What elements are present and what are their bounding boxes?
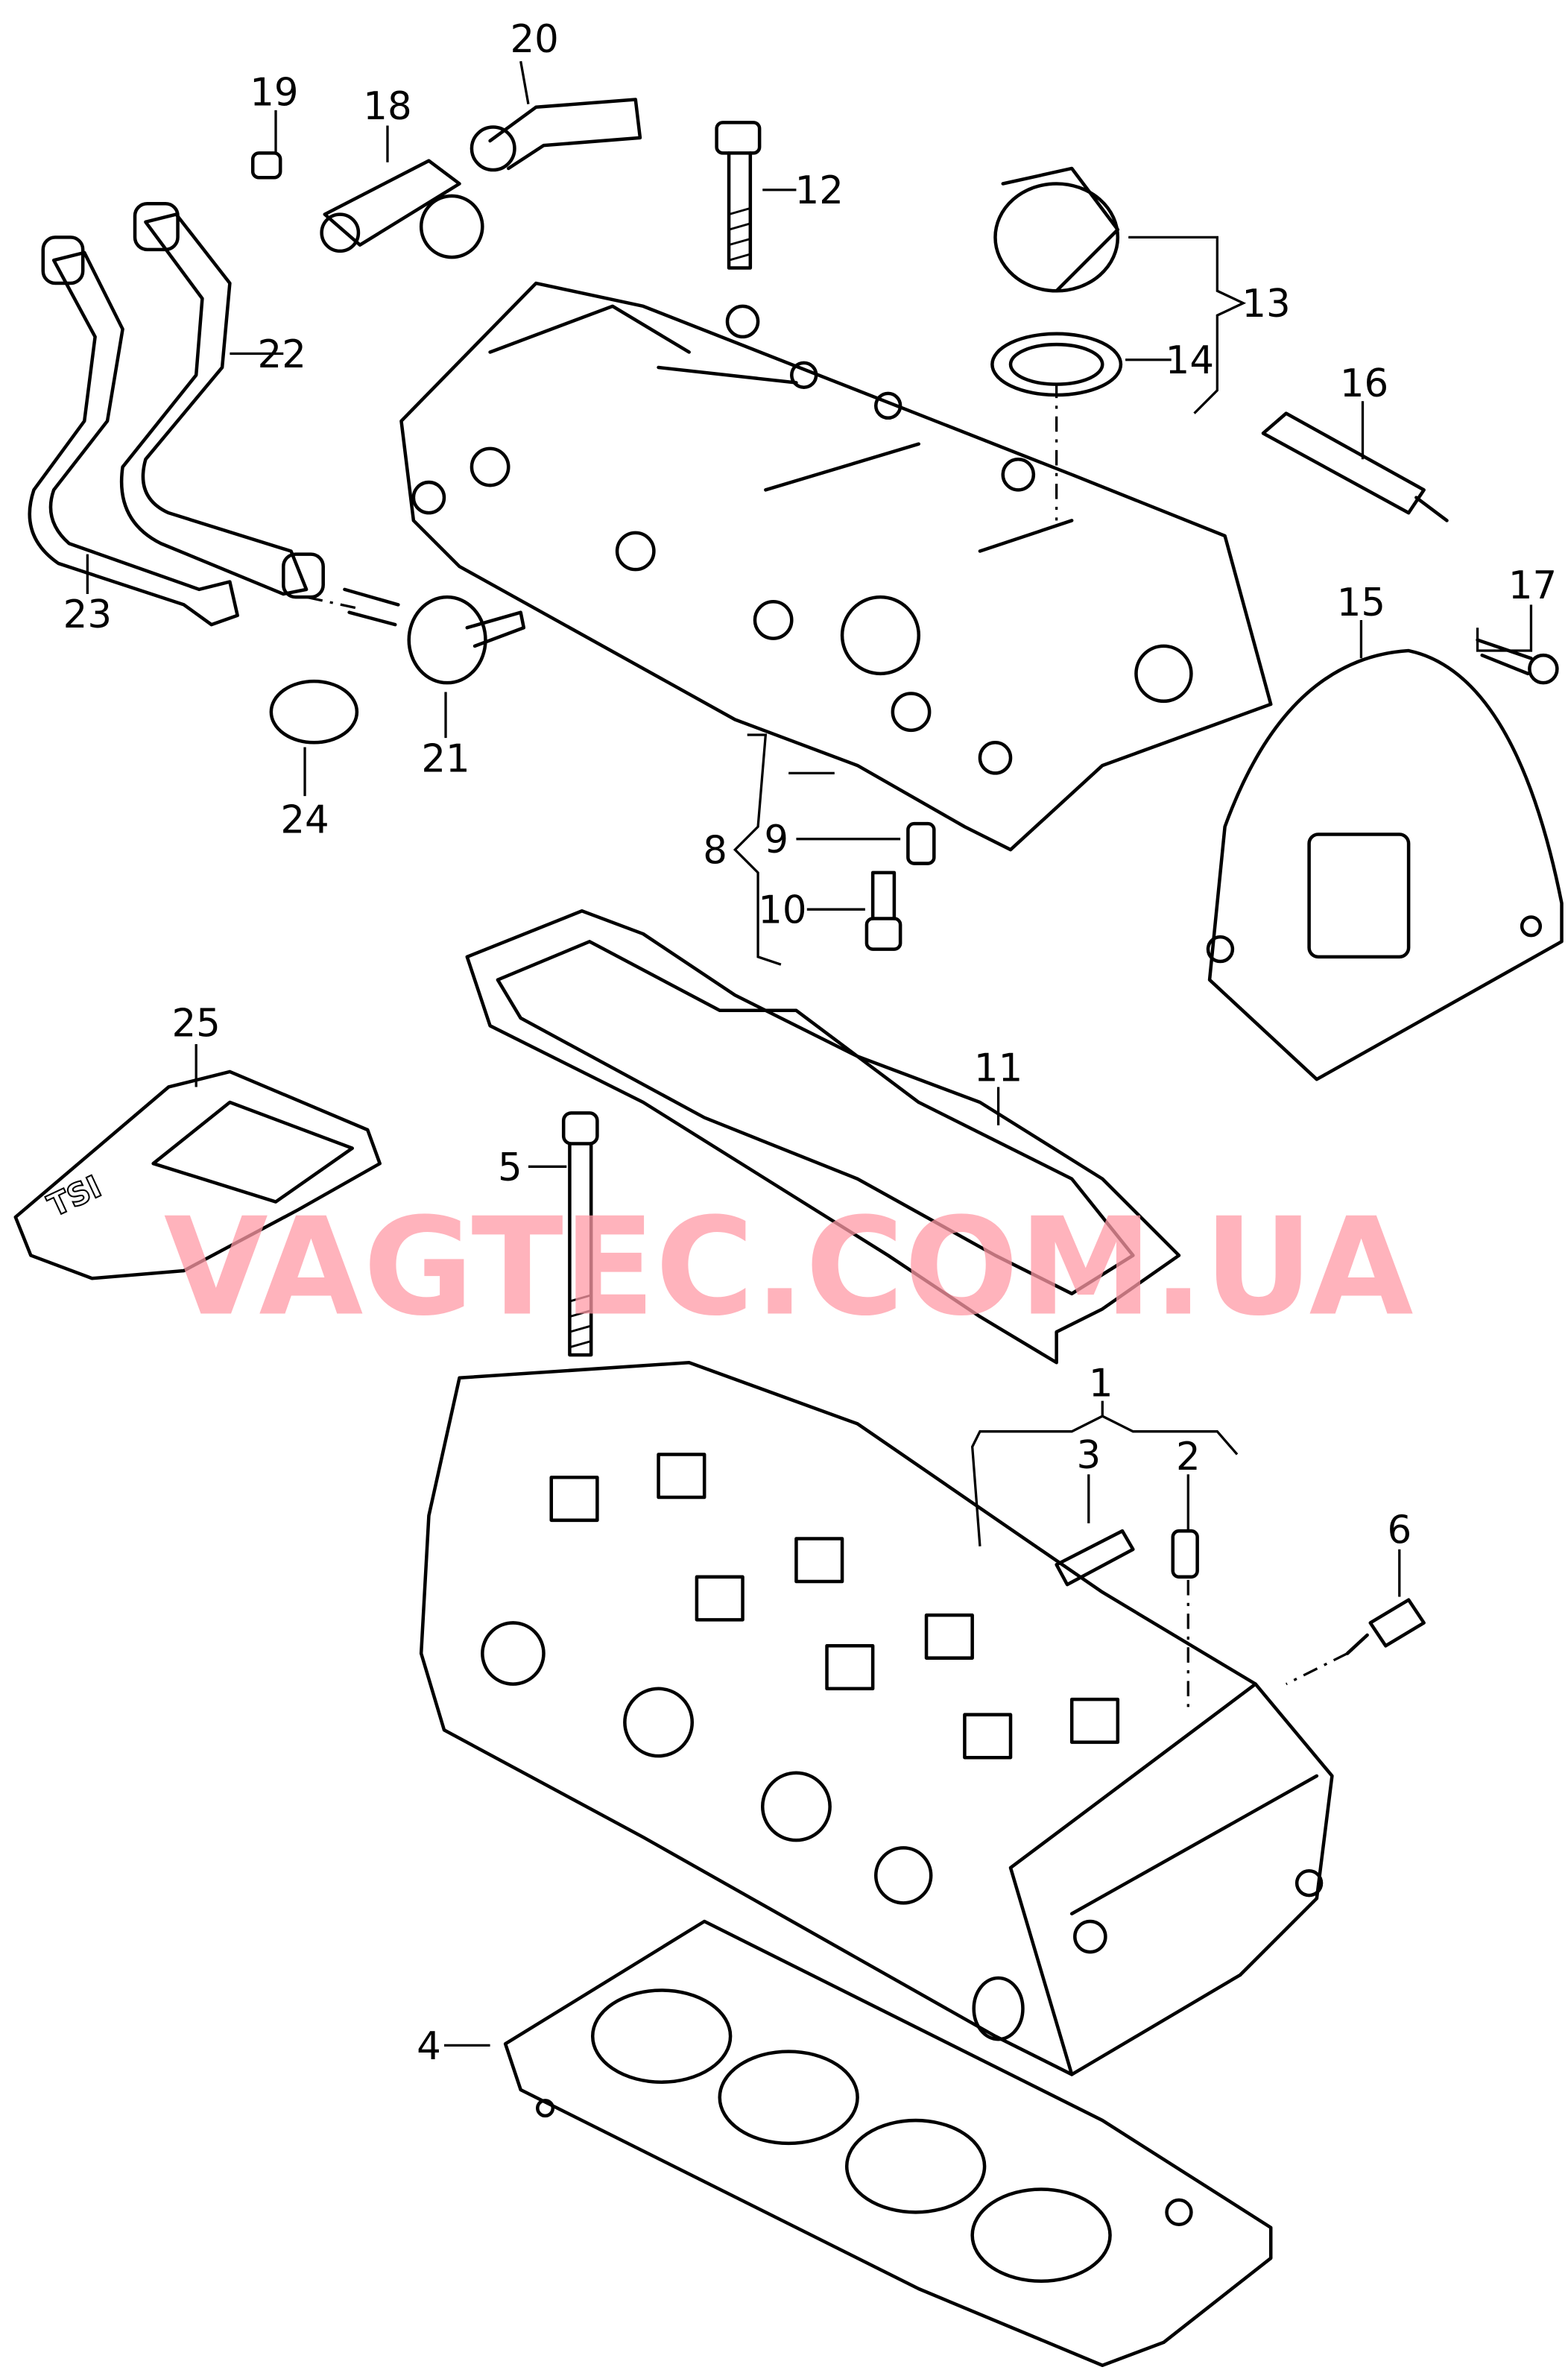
cover-15 bbox=[1206, 648, 1564, 1081]
hose-22 bbox=[119, 201, 325, 599]
pin-3 bbox=[1055, 1529, 1135, 1587]
tee-18 bbox=[250, 98, 642, 259]
leader-lines bbox=[86, 60, 1533, 2047]
cover-gasket-11 bbox=[465, 909, 1181, 1365]
callout-21: 21 bbox=[421, 736, 470, 781]
callout-24: 24 bbox=[280, 797, 329, 842]
valve-21 bbox=[269, 587, 526, 745]
callout-4: 4 bbox=[417, 2024, 441, 2069]
bolt-10 bbox=[864, 870, 902, 951]
callout-19: 19 bbox=[250, 71, 298, 116]
callout-1: 1 bbox=[1089, 1361, 1113, 1406]
cylinder-head-cover bbox=[399, 281, 1273, 852]
callout-18: 18 bbox=[363, 84, 411, 129]
cylinder-head-1 bbox=[419, 1360, 1334, 2076]
callout-25: 25 bbox=[172, 1002, 221, 1046]
callout-2: 2 bbox=[1176, 1435, 1201, 1479]
screw-17 bbox=[1476, 638, 1559, 685]
watermark: VAGTEC.COM.UA bbox=[164, 1188, 1414, 1345]
callout-8: 8 bbox=[703, 829, 727, 873]
callout-15: 15 bbox=[1337, 581, 1385, 625]
dowel-9 bbox=[906, 821, 936, 865]
callout-12: 12 bbox=[795, 168, 844, 213]
callout-16: 16 bbox=[1340, 361, 1388, 406]
callout-labels: 1 2 3 4 5 6 8 9 10 11 12 13 14 15 16 17 … bbox=[63, 17, 1558, 2069]
callout-3: 3 bbox=[1076, 1433, 1101, 1478]
callout-20: 20 bbox=[510, 17, 558, 62]
callout-6: 6 bbox=[1387, 1508, 1411, 1553]
tsi-badge: TSI bbox=[42, 1169, 107, 1224]
callout-23: 23 bbox=[63, 593, 112, 637]
bolt-5 bbox=[561, 1111, 599, 1357]
plug-6 bbox=[1345, 1598, 1426, 1655]
hose-23 bbox=[28, 236, 239, 627]
callout-5: 5 bbox=[498, 1146, 522, 1190]
sealant-tube-16 bbox=[1261, 411, 1449, 522]
head-gasket-4 bbox=[503, 1919, 1273, 2367]
callout-13: 13 bbox=[1242, 282, 1290, 326]
callout-17: 17 bbox=[1508, 563, 1557, 608]
callout-22: 22 bbox=[258, 332, 306, 377]
callout-11: 11 bbox=[974, 1046, 1022, 1090]
callout-10: 10 bbox=[758, 888, 806, 933]
bolt-12 bbox=[715, 121, 762, 270]
dowel-2 bbox=[1171, 1529, 1199, 1579]
callout-9: 9 bbox=[764, 818, 788, 862]
callout-14: 14 bbox=[1166, 338, 1214, 383]
oil-cap-13 bbox=[990, 166, 1123, 397]
